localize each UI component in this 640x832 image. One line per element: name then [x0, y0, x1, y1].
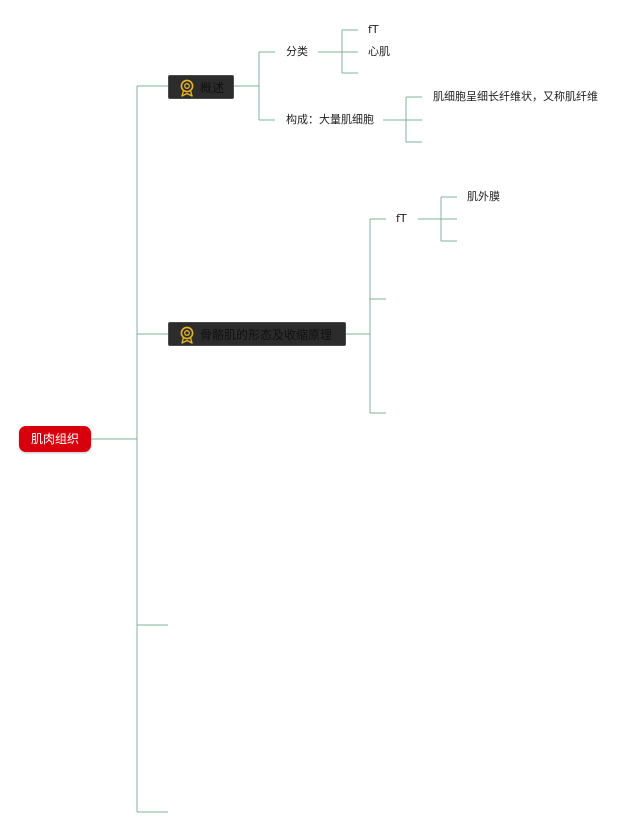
branch-label: 概述: [200, 81, 225, 95]
branch-node-skeletal-muscle[interactable]: 骨骼肌的形态及收缩原理: [168, 322, 346, 346]
topic-composition[interactable]: 构成：大量肌细胞: [286, 113, 374, 126]
topic-classification[interactable]: 分类: [286, 45, 308, 58]
award-badge-icon: [180, 79, 194, 97]
topic-epimysium[interactable]: 肌外膜: [467, 190, 500, 203]
root-node[interactable]: 肌肉组织: [19, 426, 91, 452]
topic-cardiac-muscle[interactable]: 心肌: [368, 45, 390, 58]
branch-node-overview[interactable]: 概述: [168, 75, 234, 99]
topic-muscle-fiber[interactable]: 肌细胞呈细长纤维状，又称肌纤维: [433, 90, 598, 103]
topic-ft[interactable]: fT: [368, 23, 379, 36]
award-badge-icon: [180, 326, 194, 344]
branch-label: 骨骼肌的形态及收缩原理: [200, 328, 333, 342]
topic-ft[interactable]: fT: [396, 212, 407, 225]
